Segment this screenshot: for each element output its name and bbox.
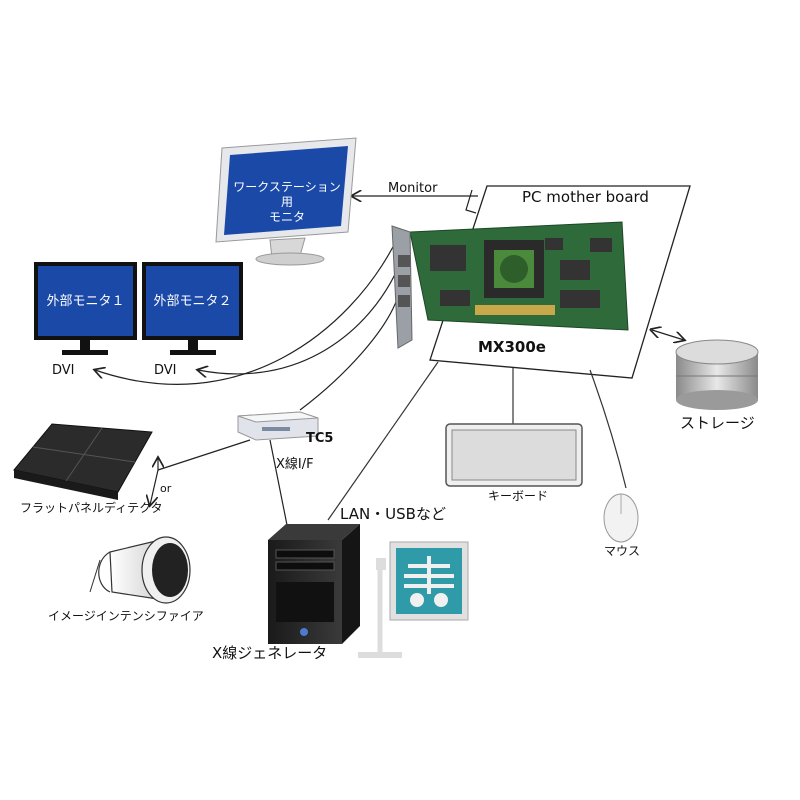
external-monitor-2-label: 外部モニタ２ — [153, 294, 232, 309]
mx300e-board — [391, 221, 629, 349]
image-intensifier-label: イメージインテンシファイア — [48, 609, 204, 623]
workstation-monitor-line2: モニタ — [268, 210, 305, 224]
xray-generator-tower — [268, 524, 360, 644]
tc5-label: TC5 — [306, 431, 334, 446]
tc5-to-generator — [269, 439, 289, 531]
external-monitor-1-label: 外部モニタ１ — [46, 294, 125, 309]
tc5-cable — [299, 289, 401, 411]
keyboard-label: キーボード — [488, 489, 549, 503]
board-label: MX300e — [478, 338, 546, 356]
dvi-cable-1 — [95, 242, 396, 385]
keyboard-icon — [445, 423, 583, 487]
external-monitor-1 — [34, 262, 137, 355]
board-connector — [465, 189, 477, 214]
flat-panel-detector — [13, 423, 153, 500]
mouse-cable — [589, 369, 627, 489]
mouse-label: マウス — [604, 544, 641, 558]
storage-label: ストレージ — [680, 414, 755, 432]
workstation-monitor-text: ワークステーション用 モニタ — [228, 180, 346, 225]
motherboard-label: PC mother board — [522, 188, 649, 206]
image-intensifier — [89, 536, 191, 604]
lan-label: LAN・USBなど — [340, 505, 446, 523]
storage-icon — [675, 339, 759, 410]
xray-generator-label: X線ジェネレータ — [212, 644, 328, 662]
monitor-label: Monitor — [388, 181, 438, 196]
xray-if-label: X線I/F — [276, 457, 314, 472]
workstation-monitor — [215, 137, 357, 266]
mouse-icon — [603, 493, 639, 543]
dvi-label-1: DVI — [52, 363, 75, 378]
dvi-cable-2 — [198, 267, 399, 374]
dvi-label-2: DVI — [154, 363, 177, 378]
xray-viewer — [358, 541, 469, 658]
tc5-box — [237, 411, 319, 441]
storage-arrow — [652, 330, 684, 340]
external-monitor-2 — [142, 262, 243, 355]
or-label: or — [160, 482, 172, 495]
lan-cable — [327, 361, 439, 521]
workstation-monitor-line1: ワークステーション用 — [233, 180, 341, 209]
flat-panel-label: フラットパネルディテクタ — [20, 501, 163, 515]
tc5-to-detector — [157, 439, 251, 471]
or-arrow-2 — [150, 469, 159, 505]
